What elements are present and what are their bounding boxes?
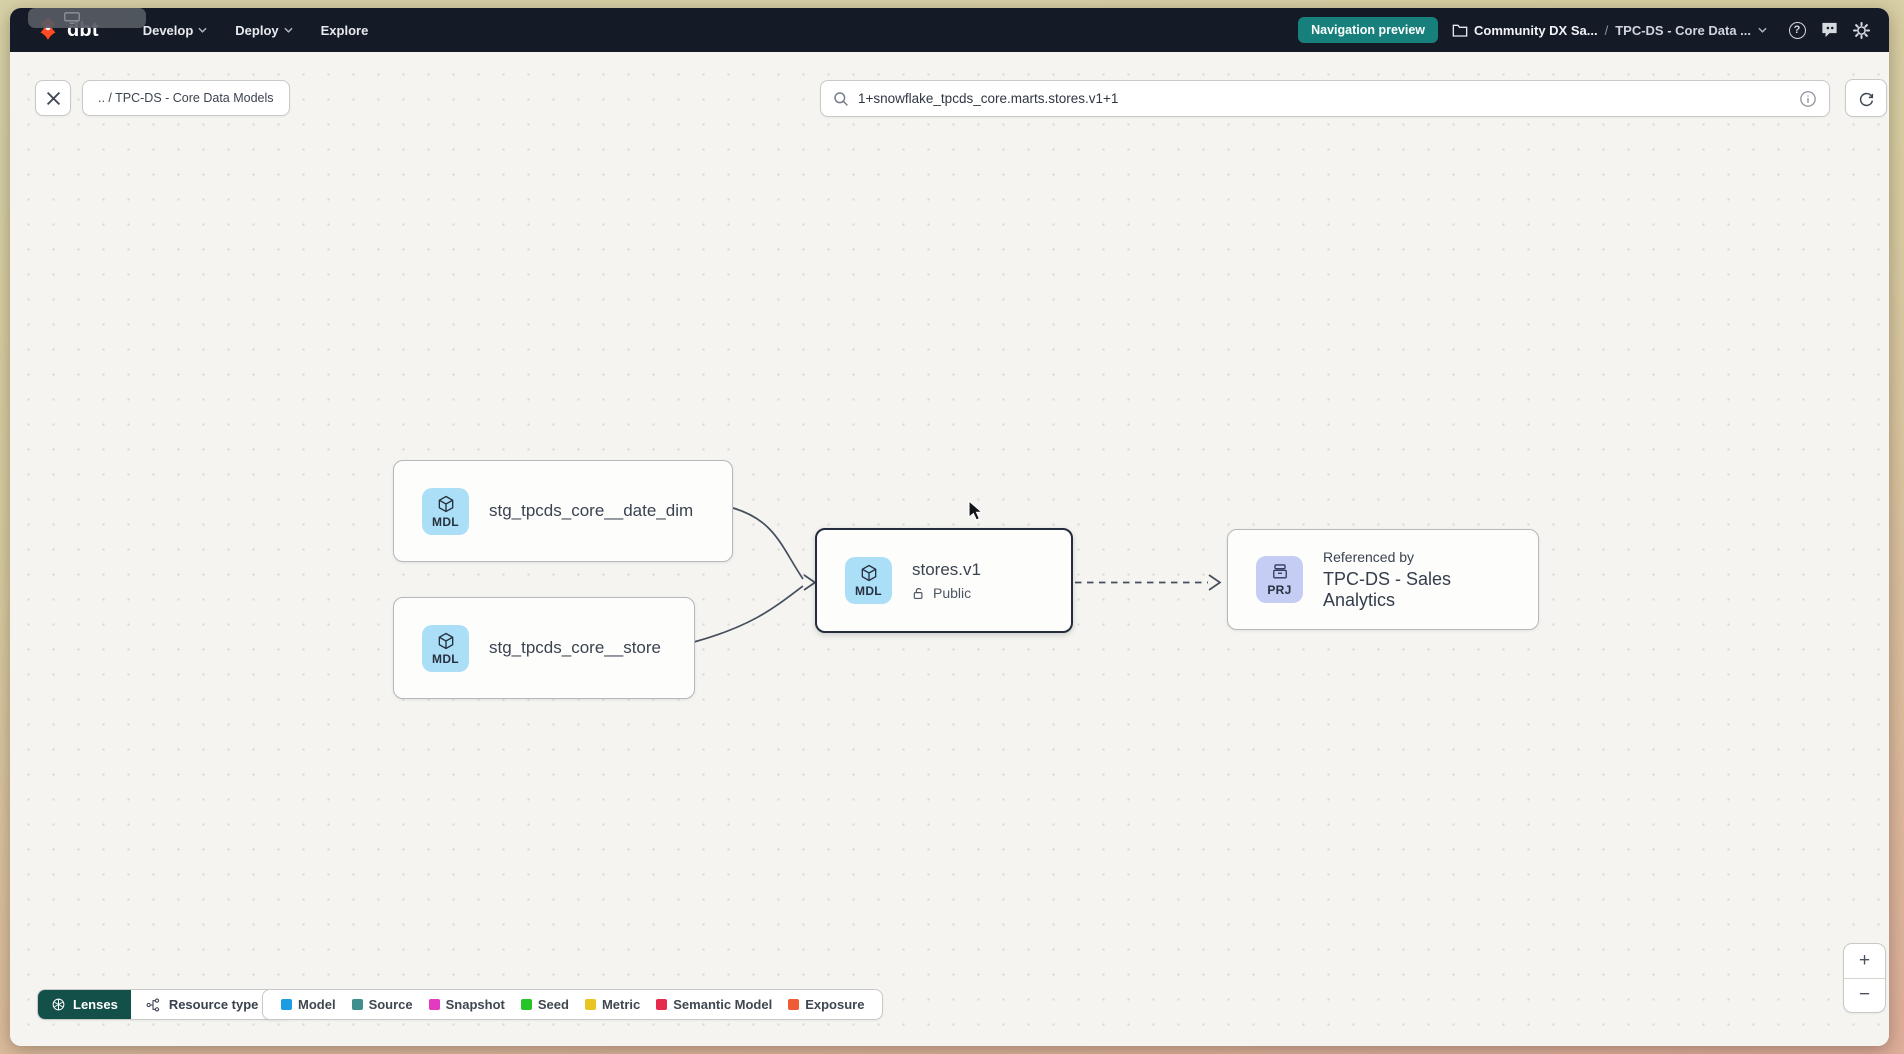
screen-icon: [64, 12, 80, 24]
legend-item-metric: Metric: [584, 997, 641, 1012]
lineage-search-bar: [820, 80, 1830, 117]
zoom-in-button[interactable]: +: [1844, 944, 1885, 979]
legend-swatch: [281, 999, 292, 1010]
legend-label: Source: [368, 997, 413, 1012]
legend-label: Semantic Model: [673, 997, 773, 1012]
resource-nodes-icon: [146, 998, 159, 1011]
legend-item-snapshot: Snapshot: [428, 997, 505, 1012]
zoom-out-button[interactable]: −: [1858, 984, 1871, 1006]
selector-search-input[interactable]: [858, 91, 1791, 106]
node-text-column: Referenced by TPC-DS - Sales Analytics: [1323, 549, 1516, 611]
badge-label: MDL: [855, 584, 882, 598]
search-icon: [834, 91, 848, 106]
lenses-button[interactable]: Lenses: [38, 990, 131, 1019]
navigation-preview-badge[interactable]: Navigation preview: [1298, 17, 1439, 43]
legend-item-semantic-model: Semantic Model: [656, 997, 772, 1012]
cube-icon: [438, 495, 453, 512]
node-title: stg_tpcds_core__date_dim: [489, 501, 694, 520]
top-navbar: dbt Develop Deploy Explore Navigation pr…: [10, 8, 1889, 52]
legend-label: Metric: [601, 997, 641, 1012]
nav-menu-explore[interactable]: Explore: [311, 17, 379, 44]
legend-swatch: [584, 999, 596, 1010]
screen-share-indicator: [28, 8, 146, 28]
legend-item-seed: Seed: [520, 997, 569, 1012]
navbar-right: Navigation preview Community DX Sa... / …: [1298, 17, 1871, 43]
resource-type-legend: Model Source Snapshot Seed Metric Semant…: [262, 989, 884, 1020]
project-stack-icon: [1272, 564, 1287, 579]
settings-gear-icon[interactable]: [1851, 20, 1871, 40]
node-stg-tpcds-core-date-dim[interactable]: MDL stg_tpcds_core__date_dim: [393, 460, 733, 562]
feedback-icon[interactable]: [1819, 20, 1839, 40]
nav-menu-explore-label: Explore: [320, 22, 369, 38]
node-referenced-by-sales-analytics[interactable]: PRJ Referenced by TPC-DS - Sales Analyti…: [1227, 529, 1539, 630]
model-badge: MDL: [845, 557, 892, 604]
node-title: stores.v1: [912, 560, 981, 579]
access-label: Public: [933, 585, 972, 601]
refresh-icon: [1859, 92, 1873, 106]
folder-icon: [1452, 24, 1468, 37]
help-glyph: ?: [1788, 21, 1806, 39]
legend-label: Seed: [537, 997, 569, 1012]
legend-swatch: [351, 999, 363, 1010]
node-title: TPC-DS - Sales Analytics: [1323, 568, 1452, 610]
chevron-down-icon[interactable]: [1758, 27, 1767, 33]
badge-label: PRJ: [1267, 583, 1292, 597]
legend-swatch: [788, 999, 800, 1010]
legend-swatch: [428, 999, 440, 1010]
breadcrumb-separator: /: [1604, 22, 1609, 38]
nav-menu-develop-label: Develop: [142, 22, 194, 38]
legend-swatch: [520, 999, 532, 1010]
breadcrumb-project-label: Community DX Sa...: [1474, 22, 1598, 38]
node-text-column: stores.v1 Public: [912, 560, 981, 601]
lens-aperture-icon: [52, 998, 65, 1011]
chevron-down-icon: [284, 27, 293, 33]
unlocked-padlock-icon: [913, 587, 923, 599]
close-icon: [46, 91, 60, 105]
node-stg-tpcds-core-store[interactable]: MDL stg_tpcds_core__store: [393, 597, 695, 699]
lenses-control-group: Lenses Resource type: [37, 989, 293, 1020]
close-lineage-button[interactable]: [35, 80, 71, 116]
nav-menu-deploy-label: Deploy: [235, 22, 279, 38]
nav-menu-develop[interactable]: Develop: [133, 17, 218, 44]
info-icon[interactable]: [1799, 90, 1817, 113]
app-window: dbt Develop Deploy Explore Navigation pr…: [10, 8, 1889, 1046]
legend-item-source: Source: [351, 997, 413, 1012]
breadcrumb: Community DX Sa... / TPC-DS - Core Data …: [1452, 23, 1767, 38]
lenses-label: Lenses: [73, 997, 118, 1012]
chevron-down-icon: [198, 27, 207, 33]
legend-label: Exposure: [805, 997, 865, 1012]
node-access-row: Public: [912, 585, 981, 601]
navbar-icon-group: ?: [1787, 20, 1871, 40]
model-badge: MDL: [422, 624, 469, 672]
legend-label: Snapshot: [445, 997, 505, 1012]
resource-type-label: Resource type: [168, 997, 259, 1012]
project-badge: PRJ: [1256, 556, 1303, 603]
help-icon[interactable]: ?: [1787, 20, 1807, 40]
parent-path-chip[interactable]: .. / TPC-DS - Core Data Models: [82, 80, 290, 116]
refresh-lineage-button[interactable]: [1845, 79, 1887, 117]
breadcrumb-page[interactable]: TPC-DS - Core Data ...: [1615, 22, 1751, 38]
zoom-controls: + −: [1843, 943, 1886, 1013]
legend-label: Model: [298, 997, 336, 1012]
legend-swatch: [656, 999, 668, 1010]
node-title: stg_tpcds_core__store: [489, 638, 661, 657]
legend-item-model: Model: [281, 997, 336, 1012]
model-badge: MDL: [422, 487, 469, 535]
node-stores-v1[interactable]: MDL stores.v1 Public: [815, 528, 1073, 633]
node-pretitle: Referenced by: [1323, 548, 1415, 565]
breadcrumb-project[interactable]: Community DX Sa...: [1452, 23, 1598, 38]
cube-icon: [438, 632, 453, 649]
badge-label: MDL: [432, 514, 459, 529]
nav-menu-deploy[interactable]: Deploy: [225, 17, 302, 44]
legend-item-exposure: Exposure: [788, 997, 864, 1012]
badge-label: MDL: [432, 651, 459, 666]
cube-icon: [861, 564, 876, 582]
